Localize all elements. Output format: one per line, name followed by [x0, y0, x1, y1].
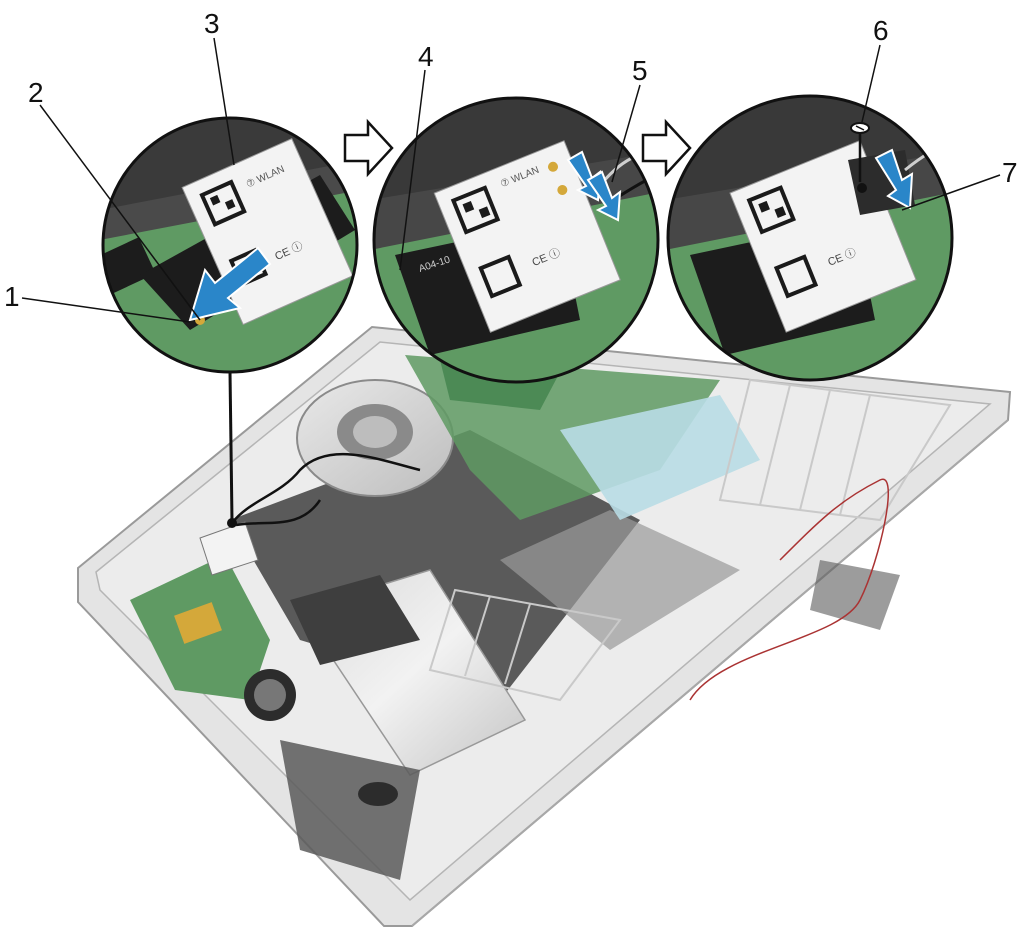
touchpad-bracket	[500, 395, 760, 650]
callout-1: 1	[4, 281, 20, 312]
leader-line	[228, 371, 234, 522]
callout-3: 3	[204, 8, 220, 39]
callout-leaders	[21, 37, 1001, 323]
callout-2: 2	[28, 77, 44, 108]
step-arrow-icon	[343, 118, 394, 178]
hard-drive	[290, 569, 527, 776]
speaker-cable	[689, 478, 890, 701]
antenna-cables	[231, 452, 421, 527]
speaker	[280, 560, 900, 880]
callout-6: 6	[873, 15, 889, 46]
detail-inset-secure-bracket: CE ⓘ	[666, 94, 954, 382]
callout-7: 7	[1002, 157, 1018, 188]
callout-4: 4	[418, 41, 434, 72]
io-board	[130, 555, 296, 721]
detail-inset-insert-card: ⑦ WLAN CE ⓘ	[101, 116, 359, 374]
step-arrow-icon	[641, 118, 692, 178]
system-fan	[296, 379, 454, 497]
detail-inset-connect-antennas: A04-10 ⑦ WLAN CE ⓘ	[372, 96, 660, 384]
screw-icon	[850, 122, 870, 182]
press-arrow-icon	[874, 148, 914, 210]
palmrest-lattice	[428, 378, 952, 702]
callout-5: 5	[632, 55, 648, 86]
press-arrow-icon	[566, 150, 622, 222]
press-arrow-icon	[188, 246, 272, 322]
